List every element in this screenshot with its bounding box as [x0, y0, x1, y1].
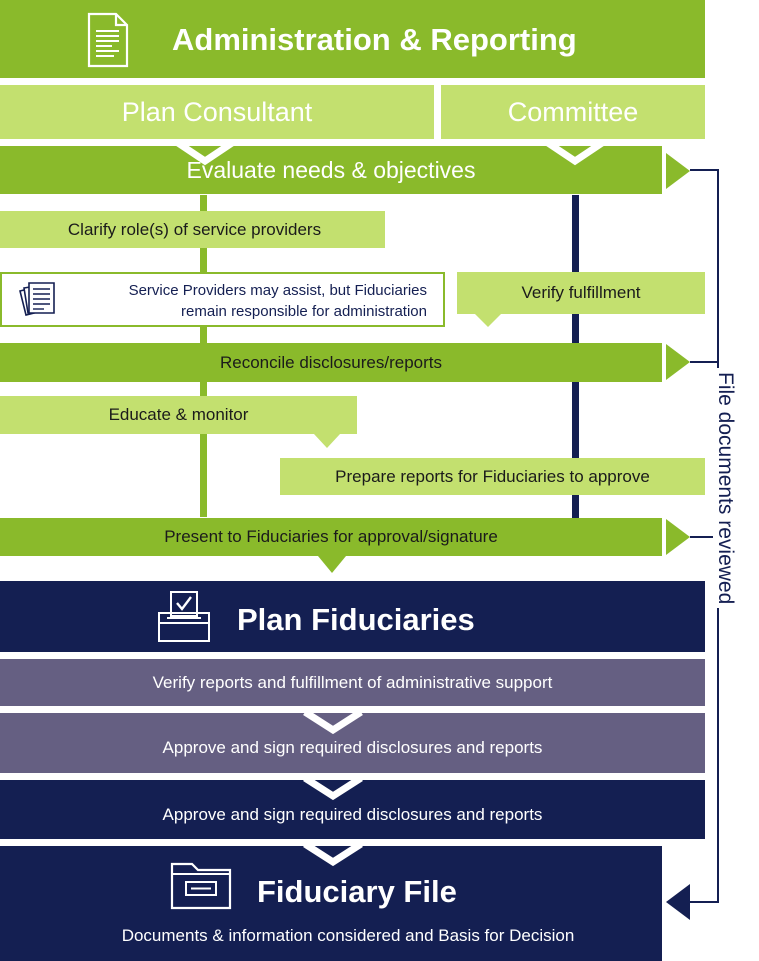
note-line-1: Service Providers may assist, but Fiduci… — [128, 282, 427, 299]
fiduciary-file-panel: Fiduciary File Documents & information c… — [0, 846, 662, 961]
step-evaluate: Evaluate needs & objectives — [0, 146, 662, 194]
note-text: Service Providers may assist, but Fiduci… — [129, 280, 427, 322]
column-committee: Committee — [441, 85, 705, 139]
ballot-box-icon — [158, 591, 210, 642]
header-bar: Administration & Reporting — [0, 0, 705, 78]
arrow-left-icon — [666, 884, 690, 920]
step-clarify-roles: Clarify role(s) of service providers — [0, 211, 385, 248]
papers-icon — [19, 282, 55, 316]
note-box: Service Providers may assist, but Fiduci… — [0, 272, 445, 327]
fiduciary-file-title: Fiduciary File — [257, 874, 457, 909]
note-line-2: remain responsible for administration — [181, 303, 427, 320]
folder-icon — [170, 862, 232, 910]
step-verify-fulfillment: Verify fulfillment — [457, 272, 705, 314]
page-title: Administration & Reporting — [172, 22, 577, 57]
step-approve-sign-2: Approve and sign required disclosures an… — [0, 780, 705, 839]
step-prepare-reports: Prepare reports for Fiduciaries to appro… — [280, 458, 705, 495]
step-reconcile: Reconcile disclosures/reports — [0, 343, 662, 382]
fiduciary-file-subtitle: Documents & information considered and B… — [121, 926, 575, 945]
down-arrow-icon — [318, 556, 346, 573]
side-label: File documents reviewed — [713, 368, 737, 609]
document-icon — [87, 12, 129, 68]
fiduciaries-title: Plan Fiduciaries — [237, 602, 475, 637]
fiduciaries-header: Plan Fiduciaries — [0, 581, 705, 652]
step-approve-sign-1: Approve and sign required disclosures an… — [0, 713, 705, 773]
column-plan-consultant: Plan Consultant — [0, 85, 434, 139]
step-present: Present to Fiduciaries for approval/sign… — [0, 518, 662, 556]
step-educate-monitor: Educate & monitor — [0, 396, 357, 434]
step-verify-reports: Verify reports and fulfillment of admini… — [0, 659, 705, 706]
